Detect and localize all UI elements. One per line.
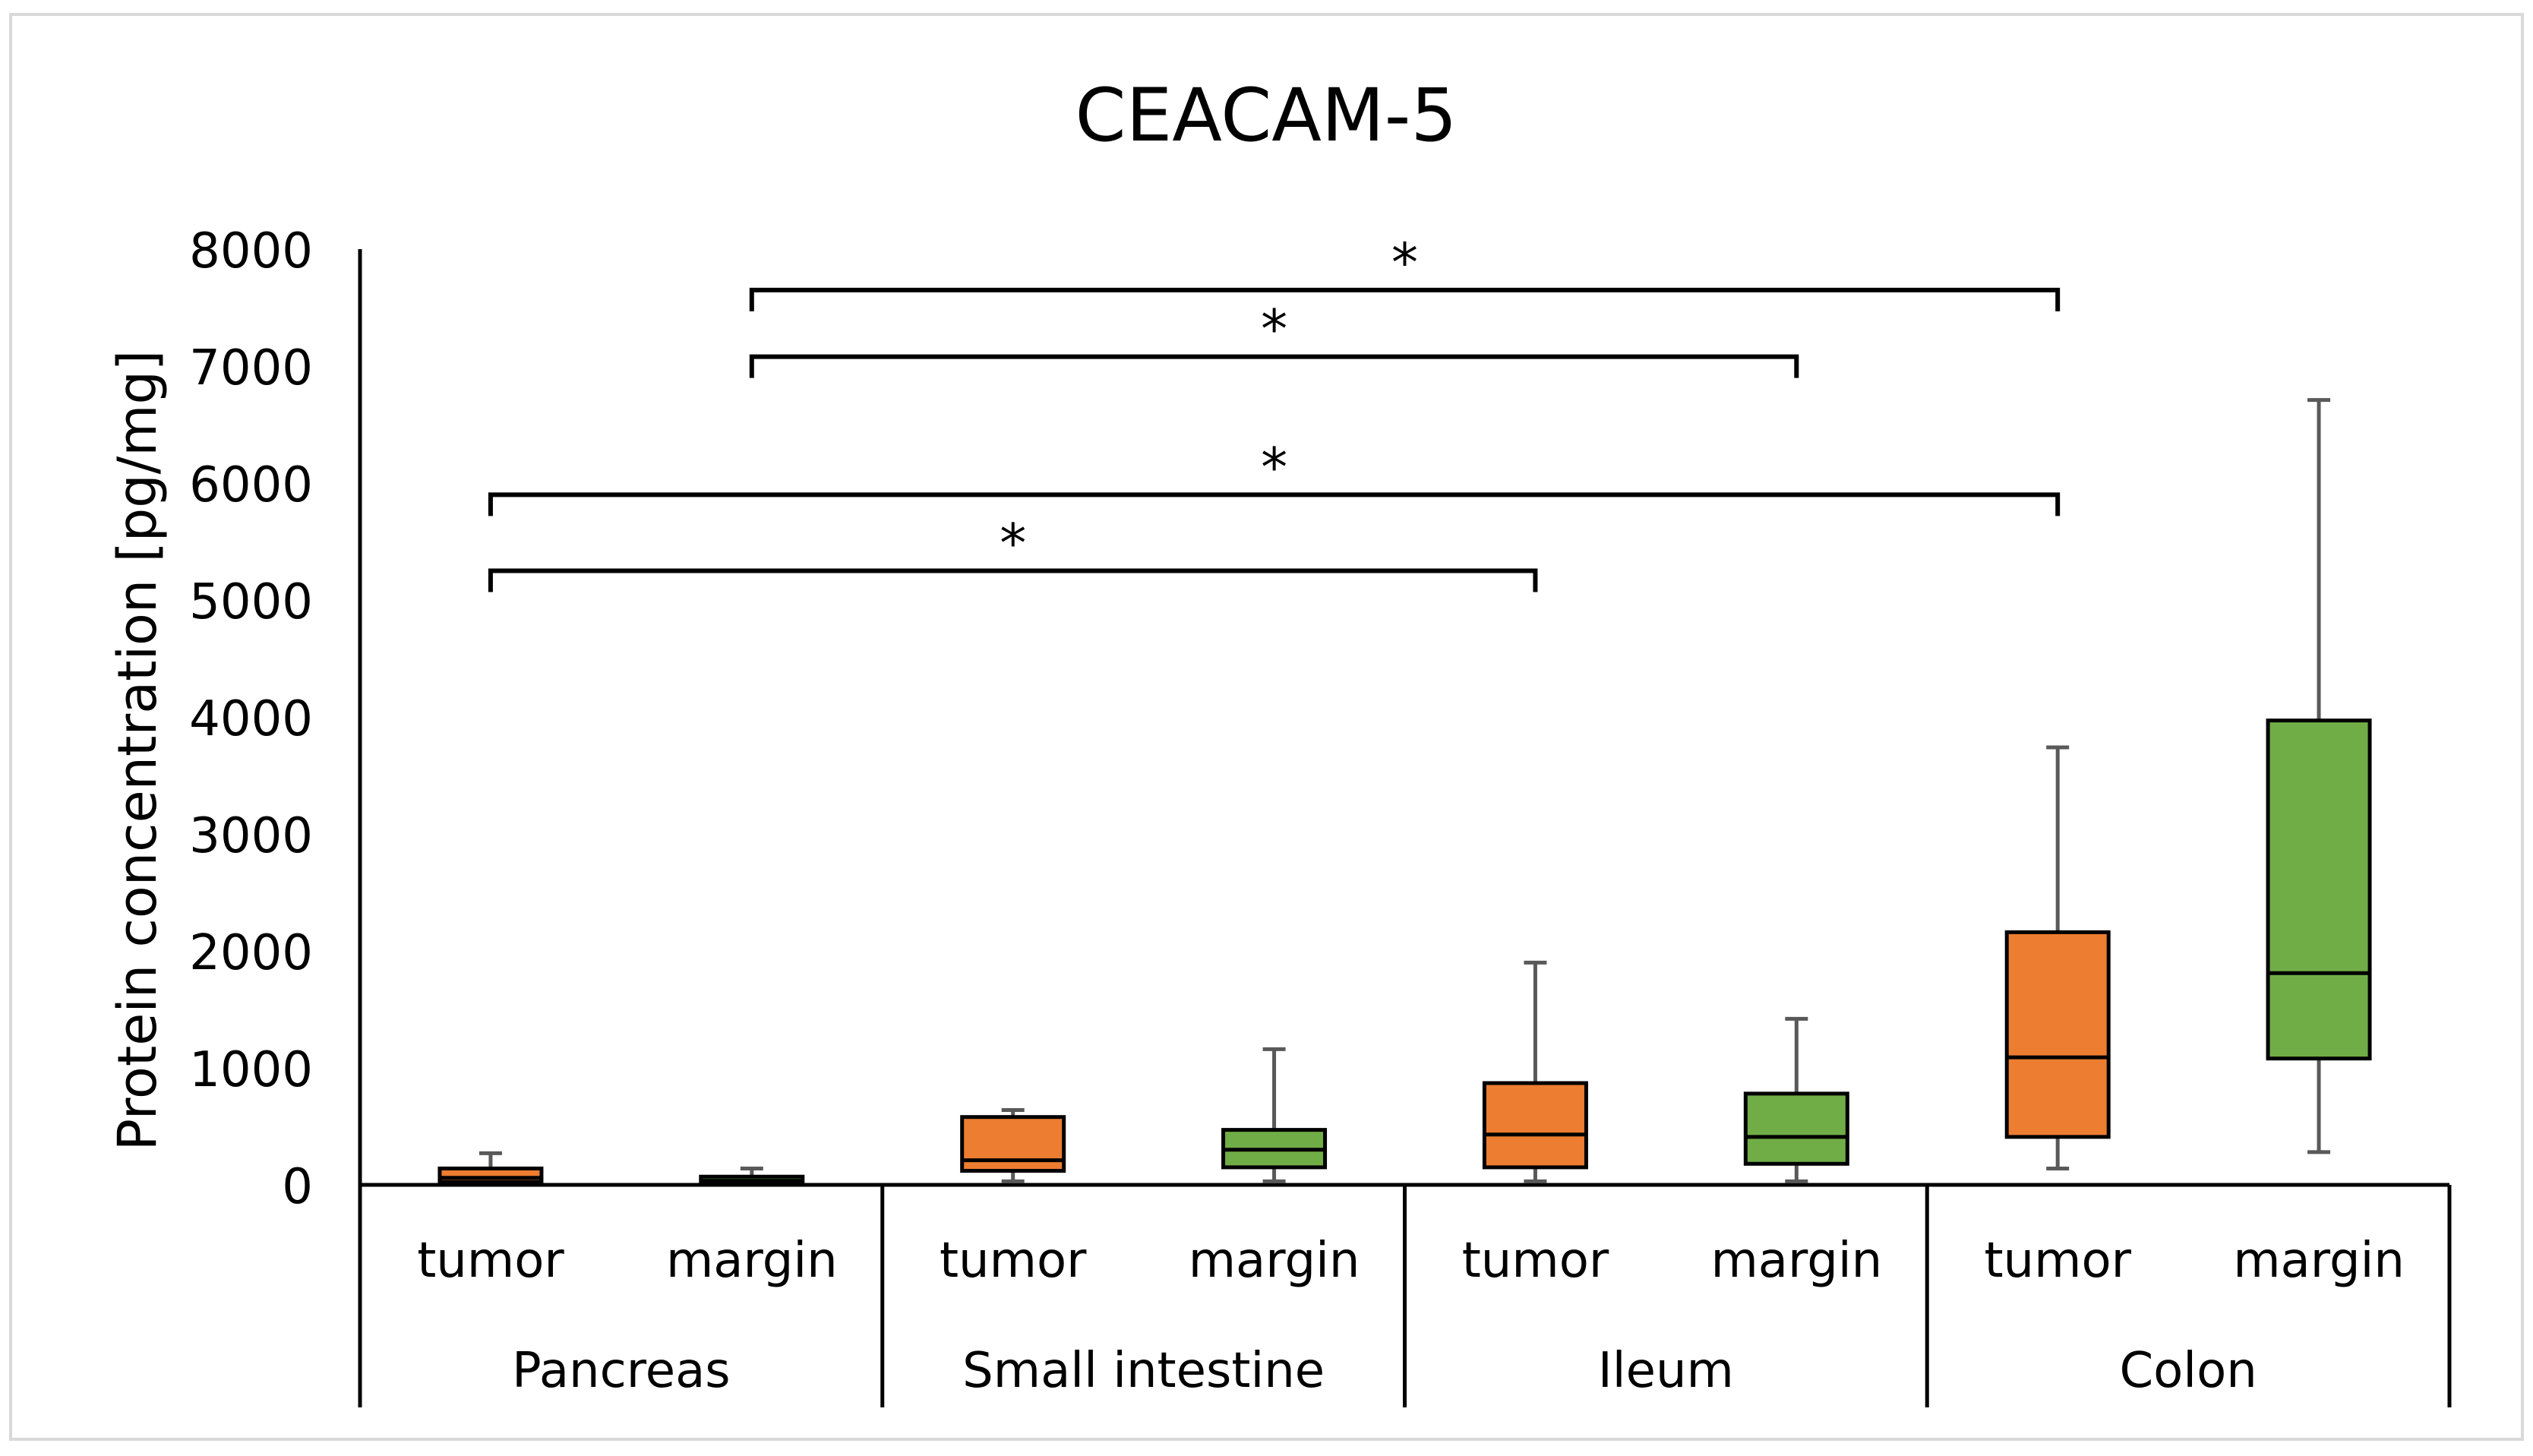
box-small-intestine-tumor bbox=[960, 1107, 1066, 1183]
group-label: Ileum bbox=[1598, 1343, 1734, 1399]
y-tick-label-1000: 1000 bbox=[189, 1042, 313, 1098]
category-label-tumor: tumor bbox=[940, 1233, 1087, 1289]
box-body bbox=[1482, 1081, 1588, 1170]
x-axis-category-labels: tumor margin tumor margin tumor margin tumor ma… bbox=[417, 1233, 2405, 1399]
significance-asterisk: * bbox=[1391, 232, 1418, 294]
category-label-tumor: tumor bbox=[417, 1233, 564, 1289]
box-body bbox=[2004, 930, 2111, 1139]
box-colon-tumor bbox=[2004, 745, 2111, 1170]
chart-border bbox=[9, 13, 2524, 1441]
significance-bracket-2: * bbox=[749, 298, 1799, 378]
group-label: Colon bbox=[2119, 1343, 2257, 1399]
group-label: Small intestine bbox=[962, 1343, 1325, 1399]
y-tick-labels: 0 1000 2000 3000 4000 5000 6000 7000 8000 bbox=[189, 223, 313, 1215]
bracket-line bbox=[749, 287, 2061, 311]
category-label-margin: margin bbox=[1710, 1233, 1882, 1289]
y-tick-label-8000: 8000 bbox=[189, 223, 313, 280]
box-body bbox=[960, 1115, 1066, 1173]
significance-bracket-3: * bbox=[488, 436, 2061, 516]
group-label: Pancreas bbox=[512, 1343, 731, 1399]
box-small-intestine-margin bbox=[1221, 1047, 1328, 1183]
category-label-tumor: tumor bbox=[1984, 1233, 2131, 1289]
y-tick-label-3000: 3000 bbox=[189, 808, 313, 864]
category-label-tumor: tumor bbox=[1462, 1233, 1609, 1289]
box-body bbox=[437, 1166, 544, 1184]
significance-brackets: * * * * bbox=[488, 232, 2061, 592]
y-tick-label-5000: 5000 bbox=[189, 574, 313, 630]
category-label-margin: margin bbox=[666, 1233, 838, 1289]
chart-title: CEACAM-5 bbox=[1075, 73, 1458, 158]
y-tick-label-0: 0 bbox=[282, 1159, 313, 1215]
significance-bracket-1: * bbox=[749, 232, 2061, 311]
y-tick-label-4000: 4000 bbox=[189, 691, 313, 747]
category-label-margin: margin bbox=[1189, 1233, 1360, 1289]
box-body bbox=[2266, 719, 2372, 1061]
box-body bbox=[1743, 1091, 1849, 1166]
significance-asterisk: * bbox=[1000, 513, 1026, 575]
box-pancreas-tumor bbox=[437, 1151, 544, 1184]
y-tick-label-6000: 6000 bbox=[189, 457, 313, 513]
significance-asterisk: * bbox=[1261, 298, 1287, 361]
bracket-line bbox=[488, 492, 2061, 516]
box-ileum-tumor bbox=[1482, 960, 1588, 1183]
x-axis-separators bbox=[358, 1185, 2452, 1407]
box-series bbox=[437, 398, 2372, 1186]
bracket-line bbox=[488, 568, 1538, 592]
y-tick-label-7000: 7000 bbox=[189, 340, 313, 396]
significance-asterisk: * bbox=[1261, 436, 1287, 498]
y-axis-label: Protein concentration [pg/mg] bbox=[106, 350, 169, 1151]
box-colon-margin bbox=[2266, 398, 2372, 1154]
significance-bracket-4: * bbox=[488, 513, 1538, 592]
bracket-line bbox=[749, 354, 1799, 378]
category-label-margin: margin bbox=[2233, 1233, 2405, 1289]
y-tick-label-2000: 2000 bbox=[189, 925, 313, 981]
box-ileum-margin bbox=[1743, 1016, 1849, 1183]
box-pancreas-margin bbox=[699, 1166, 805, 1186]
